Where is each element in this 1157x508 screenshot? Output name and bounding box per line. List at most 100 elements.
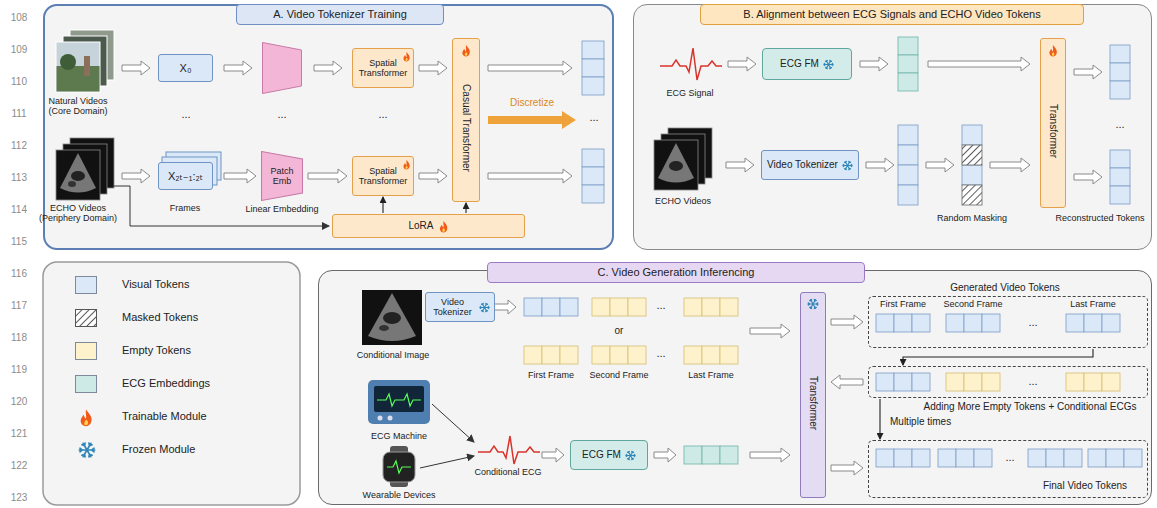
line-number: 108 — [11, 12, 28, 24]
flame-inner — [406, 58, 408, 61]
panel-ground — [633, 4, 1152, 250]
hollow-arrow — [1074, 170, 1102, 184]
ecg-embedding-stack — [898, 73, 918, 91]
patch-embedding: Patch Emb — [261, 151, 303, 201]
frame-label: Last Frame — [688, 370, 734, 380]
snowflake-stroke — [824, 60, 833, 69]
visual-token-stack — [898, 145, 918, 165]
panel-title: B. Alignment between ECG Signals and ECH… — [700, 4, 1083, 25]
line-number: 120 — [11, 396, 28, 408]
hollow-arrow — [728, 57, 756, 71]
visual-token-stack — [582, 77, 604, 95]
connector-line — [879, 399, 880, 439]
panel-ground — [43, 4, 614, 250]
hollow-arrow — [928, 57, 1030, 71]
echo-video-frames — [56, 138, 114, 200]
ecg-machine-icon — [388, 416, 393, 421]
box-label: X₀ — [180, 62, 192, 75]
box-label: Casual Transformer — [460, 84, 472, 172]
block-arrow — [831, 315, 863, 329]
flame-inner — [465, 52, 468, 56]
flame-inner — [84, 420, 88, 426]
snowflake-icon — [842, 160, 853, 171]
panel-ground — [43, 4, 1152, 505]
ecg-machine-icon — [378, 416, 383, 421]
flame-outer — [462, 45, 470, 56]
line-number: 123 — [11, 492, 28, 504]
token-group — [876, 373, 930, 391]
stage-caption: Reconstructed Tokens — [1056, 213, 1145, 223]
ecg-waveform — [478, 436, 540, 464]
process-box: Video Tokenizer — [425, 292, 495, 322]
line-number: 109 — [11, 44, 28, 56]
flame-icon — [402, 159, 411, 170]
hollow-arrow — [122, 61, 150, 75]
hollow-arrow — [926, 158, 954, 172]
ellipsis: ... — [656, 347, 665, 360]
box-label: Spatial Transformer — [358, 166, 408, 187]
hollow-arrow — [488, 61, 572, 75]
connector-line — [465, 203, 466, 213]
stage-caption: Linear Embedding — [245, 204, 318, 214]
hollow-arrow — [750, 448, 790, 462]
line-number: 122 — [11, 460, 28, 472]
natural-video-frames — [60, 54, 76, 70]
flame-inner — [442, 227, 445, 231]
line-number: 111 — [11, 108, 26, 120]
flame-outer — [1049, 45, 1057, 56]
hatch-sample — [76, 310, 97, 327]
hollow-arrow — [494, 300, 516, 314]
visual-token-stack — [1110, 45, 1130, 63]
legend-swatch — [75, 276, 97, 294]
empty-token-group — [946, 373, 1000, 391]
natural-video-frames — [56, 30, 114, 92]
flame-icon — [461, 44, 472, 57]
snowflake-stroke — [626, 451, 635, 460]
alternative-word: or — [615, 325, 624, 337]
line-number: 114 — [11, 204, 27, 216]
visual-token-stack — [898, 125, 918, 145]
ellipsis: ... — [589, 111, 598, 124]
line-number: 113 — [11, 172, 27, 184]
line-number: 119 — [11, 364, 27, 376]
empty-token-group — [684, 346, 738, 364]
snowflake-stroke — [479, 303, 488, 312]
echo-video-frames — [658, 143, 694, 183]
ellipsis: ... — [1005, 451, 1014, 464]
trapezoid-outline — [262, 152, 303, 201]
panel-title: C. Video Generation Inferencing — [487, 262, 866, 283]
box-label: X₂ₜ₋₁:₂ₜ — [168, 170, 203, 183]
box-label: Spatial Transformer — [358, 58, 408, 79]
hollow-arrow — [860, 57, 888, 71]
hollow-arrow — [750, 324, 790, 338]
box-label: ECG FM — [582, 449, 621, 461]
hollow-arrow — [654, 448, 676, 462]
leader-arrow — [420, 456, 474, 468]
visual-token-stack — [1110, 63, 1130, 81]
smartwatch-icon — [387, 461, 411, 473]
process-box: Video Tokenizer — [761, 150, 859, 180]
snowflake-icon — [625, 450, 636, 461]
visual-token-stack — [1110, 168, 1130, 186]
ellipsis: ... — [1028, 375, 1037, 388]
leader-arrow — [432, 404, 474, 442]
token-group — [938, 449, 992, 467]
natural-video-frames — [56, 42, 100, 92]
snowflake-icon — [807, 298, 819, 310]
legend-text: Frozen Module — [122, 443, 195, 456]
visual-token-stack — [898, 185, 918, 205]
token-group-box: Generated Video TokensFirst FrameSecond … — [868, 296, 1148, 348]
empty-token-group — [592, 298, 646, 316]
legend-text: Visual Tokens — [122, 278, 189, 291]
legend-hatch-swatch — [75, 309, 97, 327]
legend-swatch — [75, 342, 97, 360]
box-label: ECG FM — [780, 58, 819, 70]
line-number: 112 — [11, 140, 27, 152]
signal-caption: Conditional ECG — [474, 467, 541, 477]
process-box: Transformer — [1040, 38, 1066, 208]
visual-token-stack — [962, 165, 982, 185]
process-box: Casual Transformer — [452, 38, 480, 202]
token-group — [524, 298, 578, 316]
discretize-arrow — [488, 111, 576, 129]
